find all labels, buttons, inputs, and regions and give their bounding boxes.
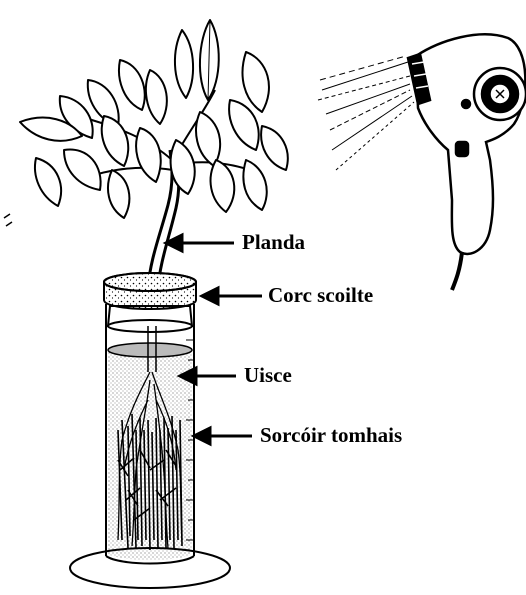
label-water: Uisce: [244, 363, 292, 388]
label-plant: Planda: [242, 230, 305, 255]
label-root-hairs: Sorcóir tomhais: [260, 423, 402, 448]
label-cork: Corc scoilte: [268, 283, 373, 308]
hair-dryer-icon: [318, 34, 526, 290]
